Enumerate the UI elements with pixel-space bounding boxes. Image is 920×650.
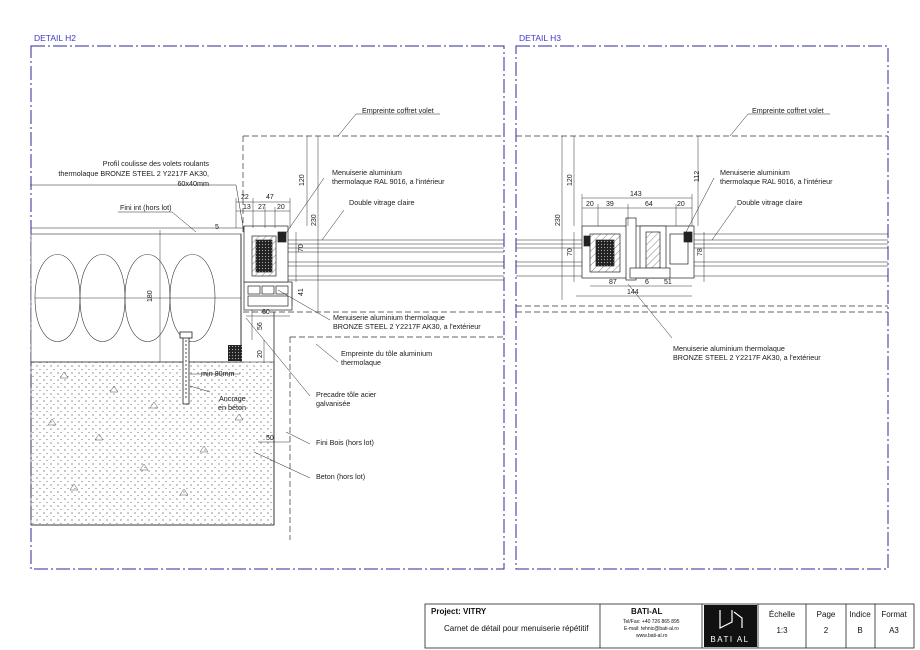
dim-13: 13 — [243, 204, 251, 211]
detail-h2-frame — [30, 45, 505, 570]
dim-70: 70 — [298, 244, 305, 252]
dim-h3-20b: 20 — [677, 201, 685, 208]
label-profil-coulisse-1: Profil coulisse des volets roulants — [103, 159, 210, 168]
dim-h3-6: 6 — [645, 279, 649, 286]
project-name: VITRY — [463, 607, 487, 616]
label-fini-int: Fini int (hors lot) — [120, 203, 172, 212]
company-web: www.bati-al.ro — [636, 633, 668, 639]
label-double-vitrage-h2: Double vitrage claire — [349, 198, 415, 207]
col-value-format: A3 — [889, 626, 899, 635]
logo-text: BATI AL — [710, 635, 749, 644]
company-logo — [704, 605, 757, 647]
dim-5: 5 — [215, 224, 219, 231]
label-menuiserie-int-h2-2: thermolaque RAL 9016, a l'intérieur — [332, 177, 445, 186]
label-empreinte-tole-2: thermolaque — [341, 358, 381, 367]
title-block: Project: VITRY Carnet de détail pour men… — [424, 603, 915, 649]
dim-120: 120 — [299, 174, 306, 186]
dim-h3-51: 51 — [664, 279, 672, 286]
label-profil-coulisse-3: 60x40mm — [177, 179, 209, 188]
label-precadre-2: galvanisée — [316, 399, 350, 408]
label-precadre-1: Precadre tôle acier — [316, 390, 377, 399]
col-value-echelle: 1:3 — [776, 626, 788, 635]
window-mullion-h3 — [581, 217, 695, 281]
label-profil-coulisse-2: thermolaque BRONZE STEEL 2 Y2217F AK30, — [58, 169, 209, 178]
label-ancrage-2: en béton — [218, 403, 246, 412]
col-header-page: Page — [817, 610, 836, 619]
label-menuiserie-int-h2-1: Menuiserie aluminium — [332, 168, 402, 177]
dim-22: 22 — [241, 194, 249, 201]
label-menuiserie-int-h3-1: Menuiserie aluminium — [720, 168, 790, 177]
label-min-80: min 80mm — [201, 369, 235, 378]
window-frame-h2 — [243, 225, 293, 311]
detail-h2-drawing: 22 47 13 27 20 5 120 230 70 180 41 60 56… — [30, 106, 504, 540]
dim-41: 41 — [298, 288, 305, 296]
label-menuiserie-int-h3-2: thermolaque RAL 9016, a l'intérieur — [720, 177, 833, 186]
dim-20b: 20 — [257, 350, 264, 358]
dim-56: 56 — [257, 322, 264, 330]
dim-230: 230 — [311, 214, 318, 226]
dim-180: 180 — [147, 290, 154, 302]
col-header-format: Format — [881, 610, 907, 619]
dim-h3-143: 143 — [630, 191, 642, 198]
label-menuiserie-ext-h2-1: Menuiserie aluminium thermolaque — [333, 313, 445, 322]
dim-20: 20 — [277, 204, 285, 211]
company-email: E-mail: tehnic@bati-al.ro — [624, 626, 679, 632]
dim-h3-230: 230 — [555, 214, 562, 226]
col-header-echelle: Échelle — [769, 610, 796, 619]
col-value-indice: B — [857, 626, 862, 635]
project-description: Carnet de détail pour menuiserie répétit… — [444, 624, 589, 633]
dim-27: 27 — [258, 204, 266, 211]
label-menuiserie-ext-h3-1: Menuiserie aluminium thermolaque — [673, 344, 785, 353]
dim-h3-112: 112 — [694, 171, 701, 182]
dim-50: 50 — [266, 435, 274, 442]
dim-h3-120: 120 — [567, 174, 574, 186]
col-value-page: 2 — [824, 626, 829, 635]
concrete-anchor — [179, 331, 193, 405]
dim-h3-144: 144 — [627, 289, 639, 296]
label-empreinte-coffret-h3: Empreinte coffret volet — [752, 106, 824, 115]
concrete-block — [30, 361, 275, 526]
company-name: BATI-AL — [631, 607, 663, 616]
insulation-block — [30, 233, 242, 363]
label-ancrage-1: Ancrage — [219, 394, 246, 403]
logo-mark-icon — [719, 610, 743, 629]
label-fini-bois: Fini Bois (hors lot) — [316, 438, 374, 447]
dim-h3-20a: 20 — [586, 201, 594, 208]
dim-h3-70: 70 — [567, 248, 574, 256]
label-menuiserie-ext-h2-2: BRONZE STEEL 2 Y2217F AK30, a l'extérieu… — [333, 322, 481, 331]
dim-h3-64: 64 — [645, 201, 653, 208]
dim-60: 60 — [262, 309, 270, 316]
detail-h2-title: DETAIL H2 — [34, 33, 76, 43]
label-beton: Beton (hors lot) — [316, 472, 365, 481]
dim-h3-87: 87 — [609, 279, 617, 286]
detail-h3-title: DETAIL H3 — [519, 33, 561, 43]
col-header-indice: Indice — [849, 610, 871, 619]
company-tel: Tel/Fax: +40 726 865 895 — [623, 619, 680, 625]
label-menuiserie-ext-h3-2: BRONZE STEEL 2 Y2217F AK30, a l'extérieu… — [673, 353, 821, 362]
project-label: Project: — [431, 607, 461, 616]
label-empreinte-tole-1: Empreinte du tôle aluminium — [341, 349, 432, 358]
detail-h3-frame — [515, 45, 889, 570]
dim-47: 47 — [266, 194, 274, 201]
label-empreinte-coffret-h2: Empreinte coffret volet — [362, 106, 434, 115]
dim-h3-78: 78 — [697, 248, 704, 256]
dim-h3-39: 39 — [606, 201, 614, 208]
detail-h3-drawing: 143 20 39 64 20 120 112 230 70 78 87 6 5… — [516, 106, 888, 362]
label-double-vitrage-h3: Double vitrage claire — [737, 198, 803, 207]
